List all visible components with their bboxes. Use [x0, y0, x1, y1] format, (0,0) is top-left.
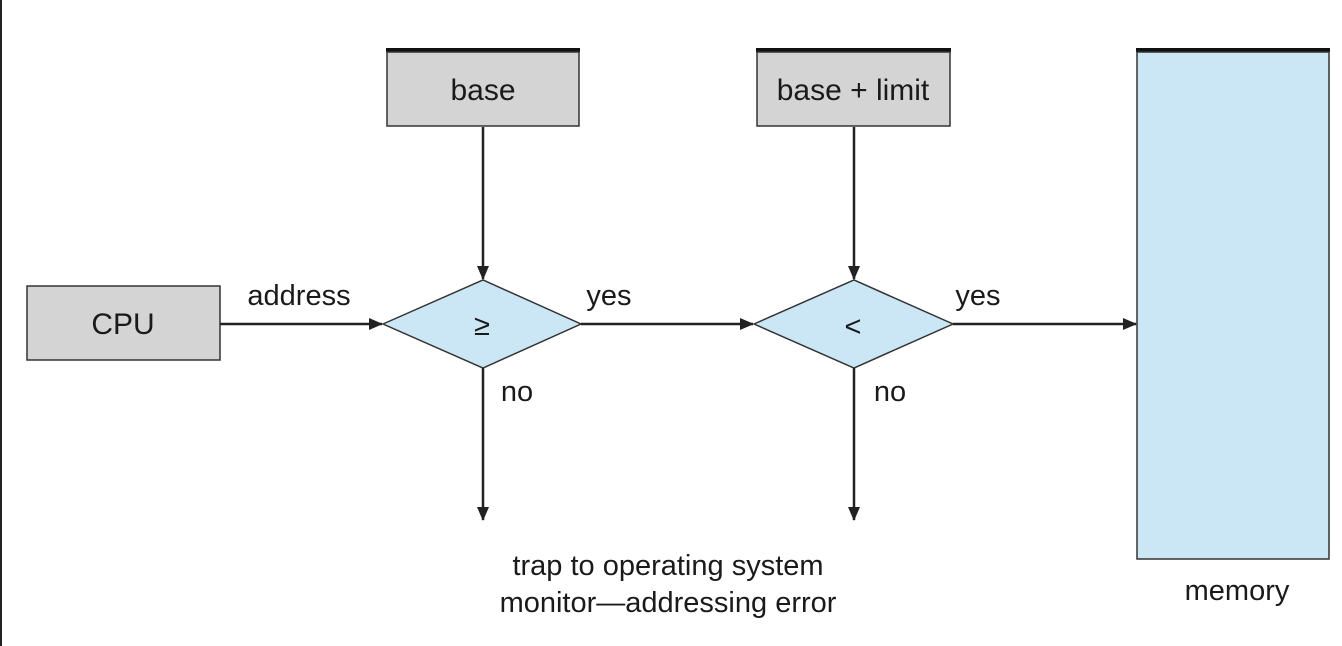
yes-label-2: yes: [955, 280, 1000, 312]
cpu-box-group: CPU: [26, 285, 221, 361]
cpu-label: CPU: [91, 308, 154, 341]
address-label: address: [247, 280, 350, 312]
base-register-label: base: [450, 74, 515, 107]
base-register: base: [386, 48, 580, 127]
base-limit-register: base + limit: [756, 48, 951, 127]
memory-label: memory: [1185, 575, 1290, 607]
memory-box: [1136, 51, 1330, 560]
trap-text-line-1: trap to operating system: [512, 550, 823, 582]
comparator-less-than: <: [752, 279, 955, 369]
base-limit-register-box: [756, 51, 951, 127]
comparator-ge-symbol: ≥: [474, 310, 490, 342]
no-label-2: no: [874, 376, 906, 408]
comparator-lt-symbol: <: [845, 311, 862, 343]
comparator-greater-equal: ≥: [381, 279, 583, 369]
no-label-1: no: [501, 376, 533, 408]
memory-block: memory: [1136, 48, 1330, 607]
base-register-box: [386, 51, 580, 127]
yes-label-1: yes: [586, 280, 631, 312]
trap-text-line-2: monitor—addressing error: [500, 587, 837, 619]
base-limit-register-label: base + limit: [777, 74, 930, 107]
cpu-box: [26, 285, 221, 361]
